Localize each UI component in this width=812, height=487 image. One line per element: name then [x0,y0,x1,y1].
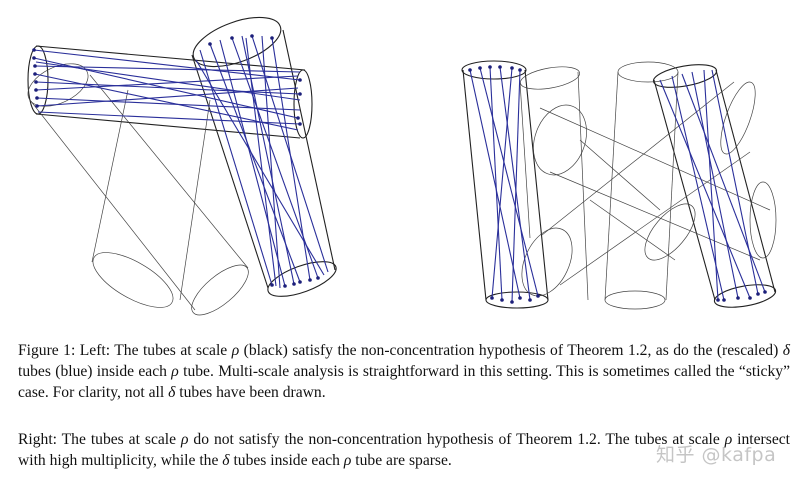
symbol-rho: ρ [171,363,179,380]
rho-tubes-left [27,16,337,316]
caption-right-text-3: intersect with high multiplicity, while … [18,431,790,469]
caption-left-text-2: (black) satisfy the non-concentration hy… [239,342,783,359]
symbol-rho: ρ [343,452,352,469]
figure-right-non-sticky-tubes [461,60,777,310]
caption-left-text-3: tubes (blue) inside each [18,363,172,380]
figure-caption-right: Right: The tubes at scale ρ do not satis… [18,429,790,471]
caption-right-text-5: tube are sparse. [351,452,452,469]
symbol-delta: δ [168,384,176,401]
symbol-rho: ρ [724,431,733,448]
delta-tubes-left [32,34,329,289]
symbol-rho: ρ [231,342,240,359]
figure-left-sticky-tubes [27,16,337,316]
caption-right-text-4: tubes inside each [229,452,344,469]
figure-caption-left: Figure 1: Left: The tubes at scale ρ (bl… [18,340,790,403]
symbol-rho: ρ [180,431,189,448]
caption-left-text-5: tubes have been drawn. [175,384,326,401]
caption-left-text-4: tube. Multi-scale analysis is straightfo… [18,363,790,401]
caption-right-text-2: do not satisfy the non-concentration hyp… [188,431,725,448]
zhihu-watermark: 知乎 @kafpa [656,444,777,466]
rho-tubes-right [461,60,777,310]
caption-left-text-1: Figure 1: Left: The tubes at scale [18,342,232,359]
caption-right-text-1: Right: The tubes at scale [18,431,181,448]
symbol-delta: δ [782,342,790,359]
symbol-delta: δ [222,452,230,469]
delta-tubes-right [468,65,767,304]
